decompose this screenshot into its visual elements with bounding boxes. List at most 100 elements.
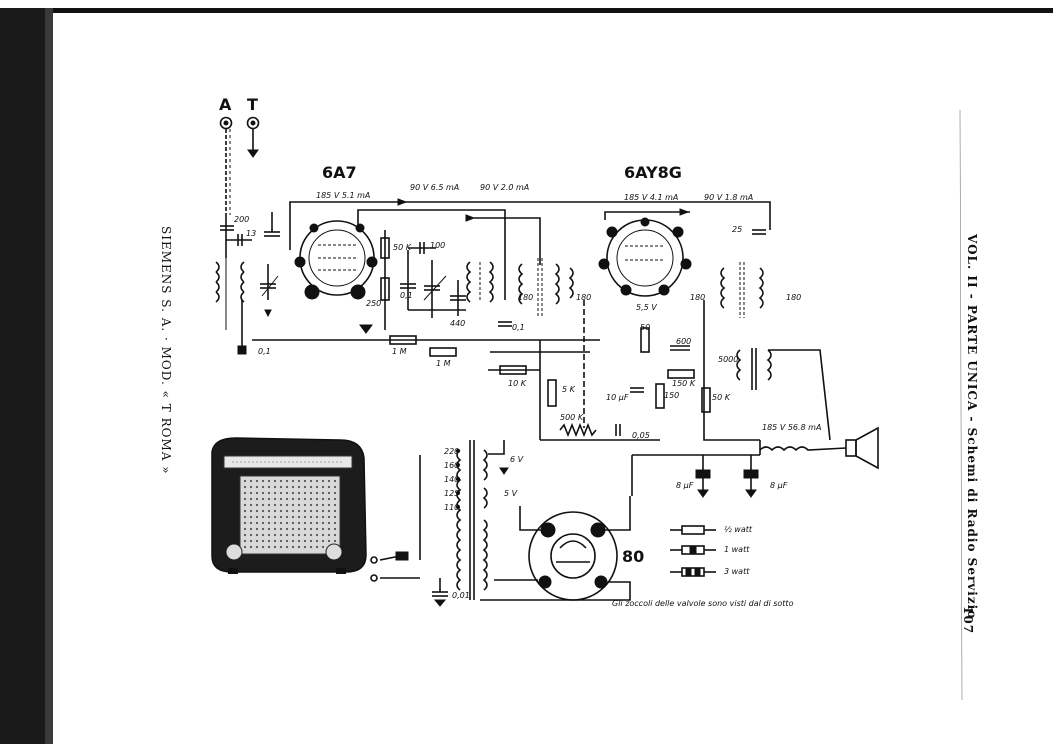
grille-dot — [267, 509, 271, 513]
grille-dot — [261, 521, 265, 525]
grille-dot — [327, 515, 331, 519]
svg-text:185 V 5.1 mA: 185 V 5.1 mA — [316, 191, 370, 200]
input-coil: 200 13 0,1 — [215, 212, 280, 356]
grille-dot — [297, 491, 301, 495]
ground-terminal: T — [246, 95, 260, 158]
svg-text:440: 440 — [450, 319, 465, 328]
svg-text:90 V 6.5 mA: 90 V 6.5 mA — [410, 183, 459, 192]
grille-dot — [333, 509, 337, 513]
grille-dot — [291, 515, 295, 519]
grille-dot — [303, 479, 307, 483]
tube-80-rectifier: 80 — [480, 496, 644, 601]
svg-text:10 K: 10 K — [508, 379, 527, 388]
grille-dot — [279, 521, 283, 525]
grille-dot — [309, 539, 313, 543]
grille-dot — [291, 491, 295, 495]
mains-tap-label: 125 — [444, 489, 459, 498]
grille-dot — [321, 533, 325, 537]
grille-dot — [291, 485, 295, 489]
svg-text:180: 180 — [690, 293, 705, 302]
grille-dot — [291, 539, 295, 543]
grille-dot — [243, 539, 247, 543]
grille-dot — [249, 491, 253, 495]
page-number: 107 — [961, 606, 975, 634]
grille-dot — [273, 545, 277, 549]
svg-text:1 M: 1 M — [436, 359, 451, 368]
grille-dot — [297, 533, 301, 537]
mains-tap-label: 110 — [444, 503, 459, 512]
grille-dot — [321, 539, 325, 543]
grille-dot — [327, 503, 331, 507]
grille-dot — [303, 485, 307, 489]
grille-dot — [279, 485, 283, 489]
svg-text:150 K: 150 K — [672, 379, 696, 388]
grille-dot — [243, 509, 247, 513]
grille-dot — [279, 479, 283, 483]
svg-text:185 V 56.8 mA: 185 V 56.8 mA — [762, 423, 821, 432]
grille-dot — [321, 479, 325, 483]
svg-text:90 V 1.8 mA: 90 V 1.8 mA — [704, 193, 753, 202]
grille-dot — [273, 503, 277, 507]
svg-text:A: A — [219, 95, 232, 114]
grille-dot — [243, 527, 247, 531]
svg-text:T: T — [247, 95, 258, 114]
grille-dot — [321, 545, 325, 549]
grille-dot — [273, 521, 277, 525]
grille-dot — [303, 497, 307, 501]
grille-dot — [279, 527, 283, 531]
grille-dot — [273, 485, 277, 489]
grille-dot — [309, 533, 313, 537]
grille-dot — [297, 527, 301, 531]
grille-dot — [243, 497, 247, 501]
grille-dot — [303, 491, 307, 495]
grille-dot — [285, 515, 289, 519]
audio-network: 1 M 1 M 10 K 5 K 500 K 0,05 50 600 150 K… — [252, 300, 831, 441]
grille-dot — [291, 545, 295, 549]
grille-dot — [285, 497, 289, 501]
mixer-network: 50 K 250 100 0,1 440 — [359, 230, 494, 334]
svg-text:0,01: 0,01 — [452, 591, 470, 600]
grille-dot — [255, 503, 259, 507]
svg-text:50 K: 50 K — [393, 243, 412, 252]
grille-dot — [315, 527, 319, 531]
svg-text:10 µF: 10 µF — [606, 393, 629, 402]
grille-dot — [333, 503, 337, 507]
grille-dot — [297, 509, 301, 513]
grille-dot — [303, 503, 307, 507]
grille-dot — [249, 527, 253, 531]
grille-dot — [267, 485, 271, 489]
grille-dot — [255, 527, 259, 531]
mains-tap-point — [455, 462, 461, 468]
if-transformer-1: 180 180 0,1 — [498, 258, 591, 332]
grille-dot — [303, 533, 307, 537]
svg-text:100: 100 — [430, 241, 445, 250]
grille-dot — [321, 485, 325, 489]
grille-dot — [273, 533, 277, 537]
grille-dot — [249, 485, 253, 489]
mains-tap-point — [455, 490, 461, 496]
grille-dot — [249, 533, 253, 537]
grille-dot — [315, 533, 319, 537]
grille-dot — [315, 509, 319, 513]
mains-tap-point — [455, 476, 461, 482]
grille-dot — [267, 521, 271, 525]
svg-text:200: 200 — [234, 215, 249, 224]
grille-dot — [267, 545, 271, 549]
grille-dot — [249, 515, 253, 519]
grille-dot — [261, 491, 265, 495]
grille-dot — [291, 521, 295, 525]
grille-dot — [267, 515, 271, 519]
grille-dot — [297, 515, 301, 519]
grille-dot — [327, 479, 331, 483]
grille-dot — [279, 503, 283, 507]
grille-dot — [327, 485, 331, 489]
grille-dot — [297, 485, 301, 489]
grille-dot — [261, 539, 265, 543]
mains-tap-label: 220 — [444, 447, 459, 456]
svg-text:185 V 4.1 mA: 185 V 4.1 mA — [624, 193, 678, 202]
svg-text:0,1: 0,1 — [258, 347, 271, 356]
grille-dot — [303, 539, 307, 543]
mains-tap-label: 160 — [444, 461, 459, 470]
svg-text:250: 250 — [366, 299, 381, 308]
grille-dot — [285, 509, 289, 513]
